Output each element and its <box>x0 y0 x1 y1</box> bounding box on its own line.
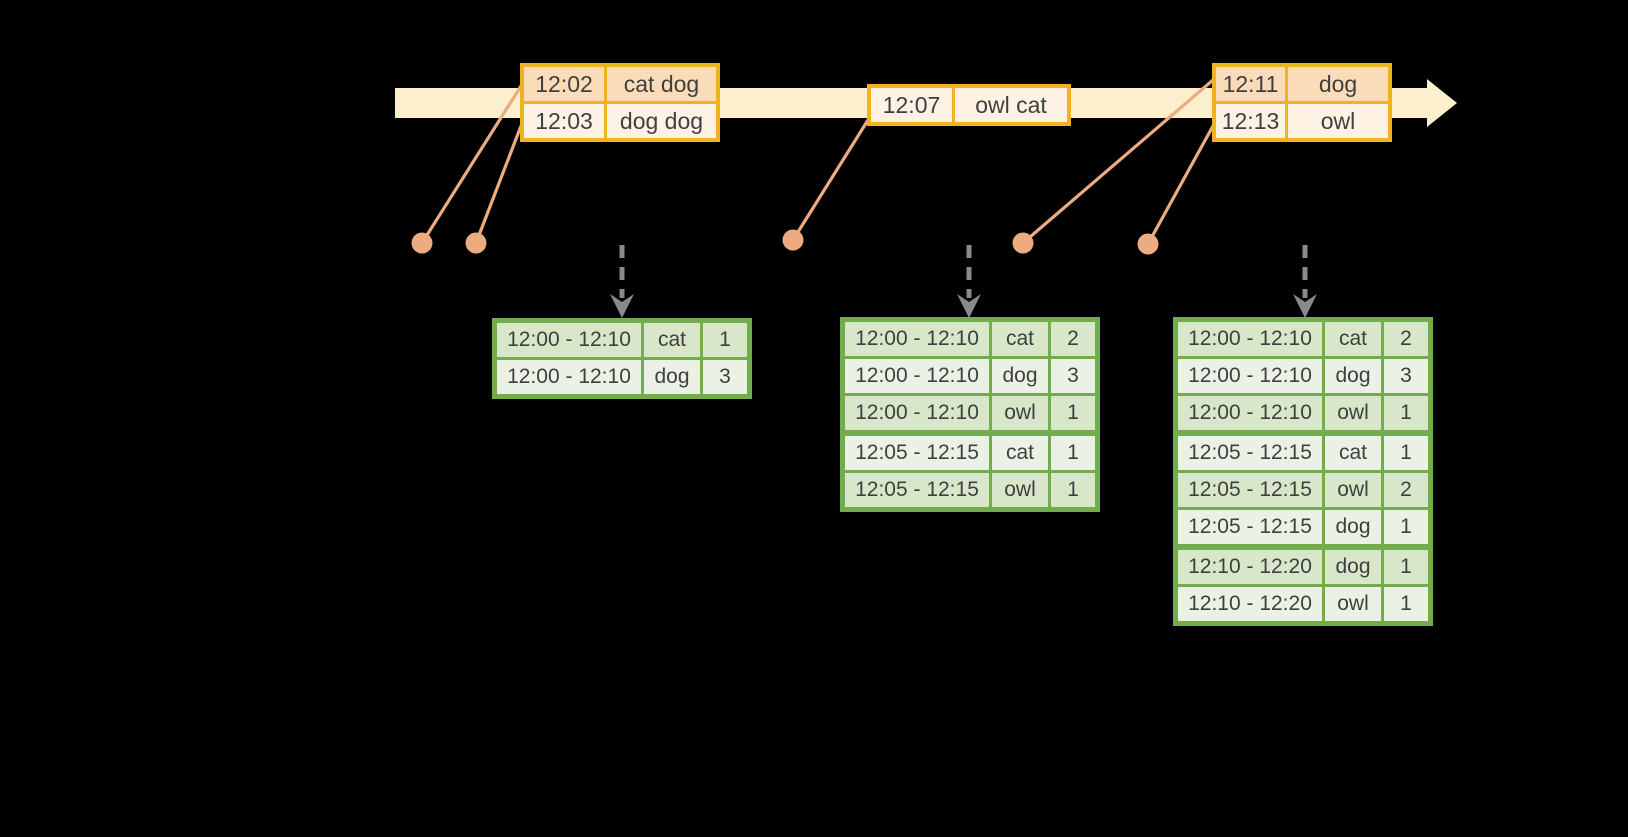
trigger-arrows <box>610 245 1317 318</box>
event-dot <box>1012 232 1034 254</box>
result-row: 12:05 - 12:15 owl 2 <box>1178 473 1428 507</box>
connector-line <box>1146 124 1215 246</box>
result-row: 12:05 - 12:15 owl 1 <box>845 473 1095 507</box>
event-dot <box>1137 233 1159 255</box>
connector-line <box>420 84 523 245</box>
result-row: 12:10 - 12:20 dog 1 <box>1178 550 1428 584</box>
word-cell: dog <box>1325 359 1381 393</box>
event-connector-lines <box>420 78 1215 246</box>
event-time-cell: 12:07 <box>871 88 952 122</box>
event-row: 12:11 dog <box>1216 67 1388 101</box>
count-cell: 3 <box>1384 359 1428 393</box>
event-time-cell: 12:11 <box>1216 67 1285 101</box>
event-dots <box>411 229 1159 255</box>
event-words-cell: dog dog <box>607 104 716 138</box>
window-cell: 12:00 - 12:10 <box>845 396 989 430</box>
result-row: 12:00 - 12:10 owl 1 <box>1178 396 1428 430</box>
event-row: 12:07 owl cat <box>871 88 1067 122</box>
count-cell: 1 <box>1051 473 1095 507</box>
word-cell: cat <box>1325 436 1381 470</box>
window-cell: 12:05 - 12:15 <box>845 436 989 470</box>
window-cell: 12:00 - 12:10 <box>845 359 989 393</box>
word-cell: cat <box>992 436 1048 470</box>
event-row: 12:03 dog dog <box>524 104 716 138</box>
window-cell: 12:00 - 12:10 <box>1178 359 1322 393</box>
result-row: 12:05 - 12:15 cat 1 <box>845 436 1095 470</box>
word-cell: owl <box>1325 587 1381 621</box>
window-cell: 12:00 - 12:10 <box>1178 322 1322 356</box>
count-cell: 1 <box>1384 587 1428 621</box>
word-cell: owl <box>992 473 1048 507</box>
count-cell: 1 <box>1384 550 1428 584</box>
window-cell: 12:05 - 12:15 <box>1178 510 1322 544</box>
window-cell: 12:00 - 12:10 <box>497 360 641 394</box>
event-words-cell: dog <box>1288 67 1388 101</box>
word-cell: cat <box>992 322 1048 356</box>
result-table-1: 12:00 - 12:10 cat 1 12:00 - 12:10 dog 3 <box>492 318 752 399</box>
event-time-cell: 12:03 <box>524 104 604 138</box>
result-row: 12:00 - 12:10 owl 1 <box>845 396 1095 430</box>
count-cell: 1 <box>1384 436 1428 470</box>
word-cell: dog <box>1325 510 1381 544</box>
event-row: 12:13 owl <box>1216 104 1388 138</box>
window-cell: 12:05 - 12:15 <box>1178 473 1322 507</box>
window-cell: 12:10 - 12:20 <box>1178 587 1322 621</box>
word-cell: dog <box>1325 550 1381 584</box>
event-words-cell: owl cat <box>955 88 1067 122</box>
count-cell: 1 <box>1051 396 1095 430</box>
result-table-3: 12:00 - 12:10 cat 2 12:00 - 12:10 dog 3 … <box>1173 317 1433 626</box>
trigger-arrow-icon <box>957 294 981 318</box>
result-row: 12:00 - 12:10 dog 3 <box>497 360 747 394</box>
word-cell: dog <box>992 359 1048 393</box>
result-row: 12:00 - 12:10 cat 2 <box>1178 322 1428 356</box>
event-row: 12:02 cat dog <box>524 67 716 101</box>
count-cell: 3 <box>1051 359 1095 393</box>
event-table-1: 12:02 cat dog 12:03 dog dog <box>520 63 720 142</box>
event-table-3: 12:11 dog 12:13 owl <box>1212 63 1392 142</box>
event-time-cell: 12:13 <box>1216 104 1285 138</box>
event-words-cell: owl <box>1288 104 1388 138</box>
result-row: 12:00 - 12:10 dog 3 <box>1178 359 1428 393</box>
connector-line <box>474 124 523 245</box>
count-cell: 3 <box>703 360 747 394</box>
event-dot <box>411 232 433 254</box>
connector-line <box>1021 78 1215 245</box>
event-dot <box>465 232 487 254</box>
result-row: 12:10 - 12:20 owl 1 <box>1178 587 1428 621</box>
connector-line <box>791 118 870 242</box>
result-row: 12:00 - 12:10 dog 3 <box>845 359 1095 393</box>
count-cell: 1 <box>1051 436 1095 470</box>
count-cell: 2 <box>1384 322 1428 356</box>
window-cell: 12:00 - 12:10 <box>1178 396 1322 430</box>
event-dot <box>782 229 804 251</box>
count-cell: 2 <box>1384 473 1428 507</box>
trigger-arrow-icon <box>1293 294 1317 318</box>
window-cell: 12:05 - 12:15 <box>845 473 989 507</box>
count-cell: 1 <box>1384 510 1428 544</box>
word-cell: owl <box>992 396 1048 430</box>
result-row: 12:00 - 12:10 cat 1 <box>497 323 747 357</box>
window-cell: 12:05 - 12:15 <box>1178 436 1322 470</box>
count-cell: 1 <box>1384 396 1428 430</box>
word-cell: cat <box>644 323 700 357</box>
trigger-arrow-icon <box>610 294 634 318</box>
event-time-cell: 12:02 <box>524 67 604 101</box>
word-cell: dog <box>644 360 700 394</box>
window-cell: 12:10 - 12:20 <box>1178 550 1322 584</box>
word-cell: cat <box>1325 322 1381 356</box>
timeline-arrowhead-icon <box>1427 79 1457 127</box>
word-cell: owl <box>1325 473 1381 507</box>
event-words-cell: cat dog <box>607 67 716 101</box>
window-cell: 12:00 - 12:10 <box>497 323 641 357</box>
event-table-2: 12:07 owl cat <box>867 84 1071 126</box>
count-cell: 2 <box>1051 322 1095 356</box>
result-row: 12:00 - 12:10 cat 2 <box>845 322 1095 356</box>
result-table-2: 12:00 - 12:10 cat 2 12:00 - 12:10 dog 3 … <box>840 317 1100 512</box>
result-row: 12:05 - 12:15 cat 1 <box>1178 436 1428 470</box>
result-row: 12:05 - 12:15 dog 1 <box>1178 510 1428 544</box>
window-cell: 12:00 - 12:10 <box>845 322 989 356</box>
word-cell: owl <box>1325 396 1381 430</box>
count-cell: 1 <box>703 323 747 357</box>
